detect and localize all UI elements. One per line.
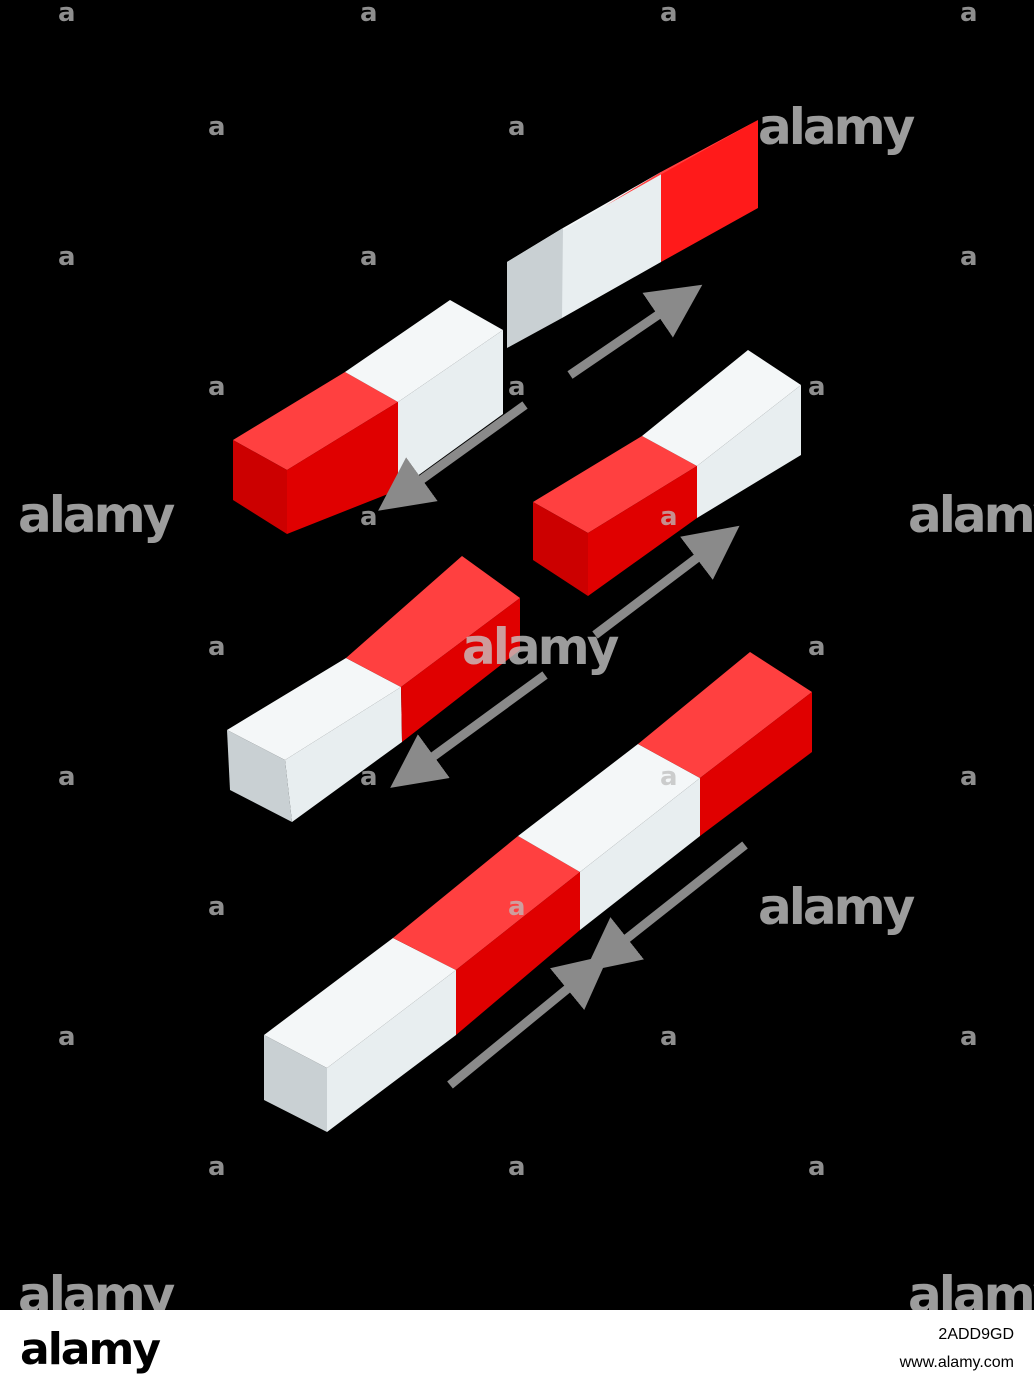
watermark-mark: a (208, 1152, 226, 1182)
watermark: alamy (18, 1266, 175, 1310)
arrow-left-down (378, 401, 528, 511)
watermark-mark: a (660, 762, 678, 792)
watermark-mark: a (960, 0, 978, 28)
arrow-right-up (567, 284, 703, 379)
watermark-mark: a (208, 372, 226, 402)
watermark-mark: a (58, 242, 76, 272)
footer-url[interactable]: www.alamy.com (899, 1354, 1014, 1371)
watermark: alamy (758, 878, 915, 936)
watermark-mark: a (660, 1022, 678, 1052)
watermark-mark: a (208, 892, 226, 922)
image-id: 2ADD9GD (938, 1326, 1014, 1343)
watermark-mark: a (508, 1152, 526, 1182)
watermark-mark: a (360, 762, 378, 792)
watermark-mark: a (208, 112, 226, 142)
watermark-mark: a (808, 1152, 826, 1182)
watermark-mark: a (508, 112, 526, 142)
magnet-middle-left (227, 556, 548, 822)
magnet-top-left (233, 300, 528, 534)
watermark-mark: a (508, 892, 526, 922)
watermark-mark: a (208, 632, 226, 662)
watermark-mark: a (360, 502, 378, 532)
watermark: alamy (18, 486, 175, 544)
footer-logo: alamy (20, 1324, 161, 1375)
watermark-mark: a (58, 1022, 76, 1052)
watermark-mark: a (660, 502, 678, 532)
arrow-right-up-2 (592, 525, 740, 639)
watermark-mark: a (808, 372, 826, 402)
watermark-mark: a (508, 372, 526, 402)
arrow-join-down (584, 841, 748, 972)
watermark-mark: a (960, 762, 978, 792)
watermark: alamy (462, 618, 619, 676)
watermark-mark: a (960, 242, 978, 272)
watermark-mark: a (360, 0, 378, 28)
magnet-joined (264, 652, 812, 1132)
watermark-mark: a (960, 1022, 978, 1052)
watermark-mark: a (808, 632, 826, 662)
watermark: alamy (908, 486, 1034, 544)
watermark: alamy (758, 98, 915, 156)
stock-footer: alamy 2ADD9GD www.alamy.com (0, 1310, 1034, 1390)
watermark-mark: a (58, 0, 76, 28)
magnets-svg (227, 120, 812, 1132)
magnet-illustration: alamy alamy alamy alamy alamy alamy alam… (0, 0, 1034, 1310)
watermark-mark: a (660, 0, 678, 28)
magnet-top-right (507, 120, 758, 379)
watermark: alamy (908, 1266, 1034, 1310)
magnet-middle-right (533, 350, 801, 639)
arrow-left-down-2 (390, 671, 548, 788)
watermark-mark: a (58, 762, 76, 792)
arrow-join-up (447, 954, 609, 1089)
watermark-mark: a (360, 242, 378, 272)
